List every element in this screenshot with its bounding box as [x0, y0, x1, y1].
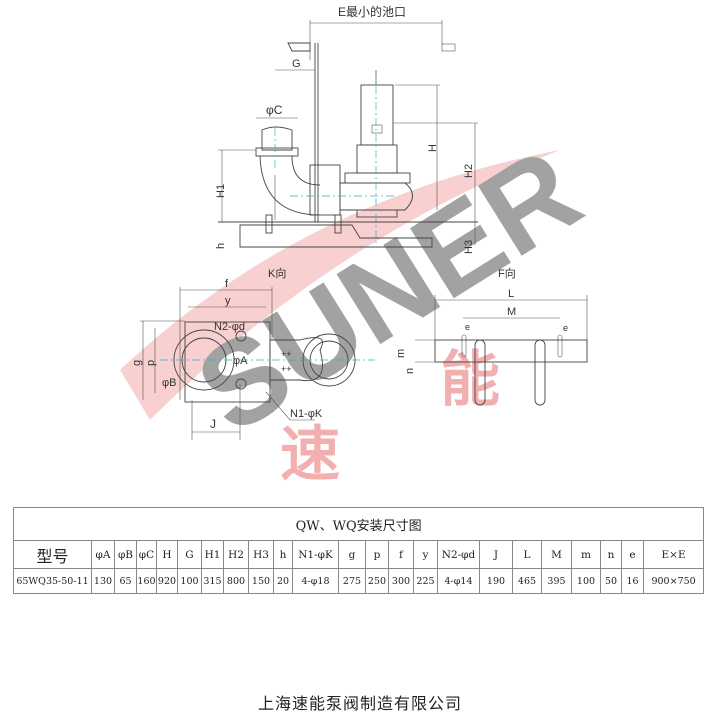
- cell-value: 4-φ14: [437, 568, 480, 594]
- header-cell: J: [479, 540, 513, 569]
- watermark-char-2: 能: [440, 346, 500, 413]
- cell-model: 65WQ35-50-11: [13, 568, 92, 594]
- label-g: g: [131, 360, 143, 366]
- company-name: 上海速能泵阀制造有限公司: [257, 694, 462, 713]
- cell-value: 250: [365, 568, 389, 594]
- header-cell: M: [541, 540, 572, 569]
- watermark-char-1: 速: [280, 421, 340, 488]
- label-N1-phiK: N1-φK: [290, 408, 323, 420]
- label-G: G: [292, 58, 301, 70]
- header-cell: g: [338, 540, 366, 569]
- cell-value: 50: [600, 568, 622, 594]
- label-y: y: [225, 295, 231, 307]
- cell-value: 65: [114, 568, 137, 594]
- header-cell: m: [571, 540, 601, 569]
- label-L: L: [508, 288, 514, 300]
- label-K-view: K向: [268, 266, 286, 280]
- cell-value: 150: [248, 568, 274, 594]
- watermark: SUNER 速 能: [120, 123, 602, 488]
- plan-view: K向 f y ++ ++ N2-φd φA φB g p J N1-φK: [131, 266, 375, 440]
- label-F-view: F向: [498, 266, 516, 280]
- cell-value: 100: [177, 568, 202, 594]
- header-cell: H3: [248, 540, 274, 569]
- header-cell: n: [600, 540, 622, 569]
- cell-value: 16: [621, 568, 644, 594]
- label-e-left: e: [465, 322, 470, 332]
- cell-value: 160: [136, 568, 157, 594]
- label-h: h: [215, 243, 227, 249]
- header-cell: φB: [114, 540, 137, 569]
- svg-text:++: ++: [281, 349, 292, 359]
- cell-value: 4-φ18: [292, 568, 339, 594]
- cell-value: 800: [223, 568, 249, 594]
- header-cell: H: [156, 540, 178, 569]
- label-e-right: e: [563, 323, 568, 333]
- cell-value: 900×750: [642, 568, 705, 594]
- cell-value: 465: [512, 568, 542, 594]
- label-H: H: [427, 144, 439, 152]
- pool-label: E最小的池口: [338, 4, 406, 19]
- f-view: F向 L M e e m n: [395, 266, 588, 406]
- header-cell: L: [512, 540, 542, 569]
- cell-value: 315: [201, 568, 224, 594]
- header-cell: p: [365, 540, 389, 569]
- label-f: f: [225, 278, 229, 290]
- cell-value: 20: [273, 568, 293, 594]
- label-m: m: [395, 349, 407, 358]
- table-title: QW、WQ安装尺寸图: [12, 507, 705, 541]
- header-cell: φC: [136, 540, 157, 569]
- svg-text:++: ++: [281, 364, 292, 374]
- label-N2-phid: N2-φd: [214, 321, 245, 333]
- header-cell: φA: [91, 540, 115, 569]
- header-cell: y: [413, 540, 438, 569]
- header-cell: h: [273, 540, 293, 569]
- header-cell: N1-φK: [292, 540, 339, 569]
- side-elevation: E最小的池口 G φC H1 H H2 H3: [215, 4, 478, 254]
- header-cell: E×E: [642, 540, 705, 569]
- cell-value: 190: [479, 568, 513, 594]
- cell-value: 395: [541, 568, 572, 594]
- cell-value: 275: [338, 568, 366, 594]
- cell-value: 920: [156, 568, 178, 594]
- header-cell: f: [388, 540, 414, 569]
- label-n: n: [404, 368, 416, 374]
- header-cell: N2-φd: [437, 540, 480, 569]
- label-H3: H3: [463, 240, 475, 254]
- cell-value: 100: [571, 568, 601, 594]
- label-J: J: [210, 417, 216, 431]
- header-cell: H2: [223, 540, 249, 569]
- installation-drawing: SUNER 速 能 E最小的池口 G φC H1: [120, 4, 602, 488]
- label-M: M: [507, 306, 516, 318]
- label-H1: H1: [215, 184, 227, 198]
- label-phiB: φB: [162, 377, 176, 389]
- cell-value: 225: [413, 568, 438, 594]
- header-cell: H1: [201, 540, 224, 569]
- header-cell: e: [621, 540, 644, 569]
- label-H2: H2: [463, 164, 475, 178]
- cell-value: 300: [388, 568, 414, 594]
- header-model: 型号: [13, 540, 92, 569]
- label-phiC: φC: [266, 103, 283, 117]
- cell-value: 130: [91, 568, 115, 594]
- header-cell: G: [177, 540, 202, 569]
- label-p: p: [145, 360, 157, 366]
- label-phiA: φA: [233, 355, 248, 367]
